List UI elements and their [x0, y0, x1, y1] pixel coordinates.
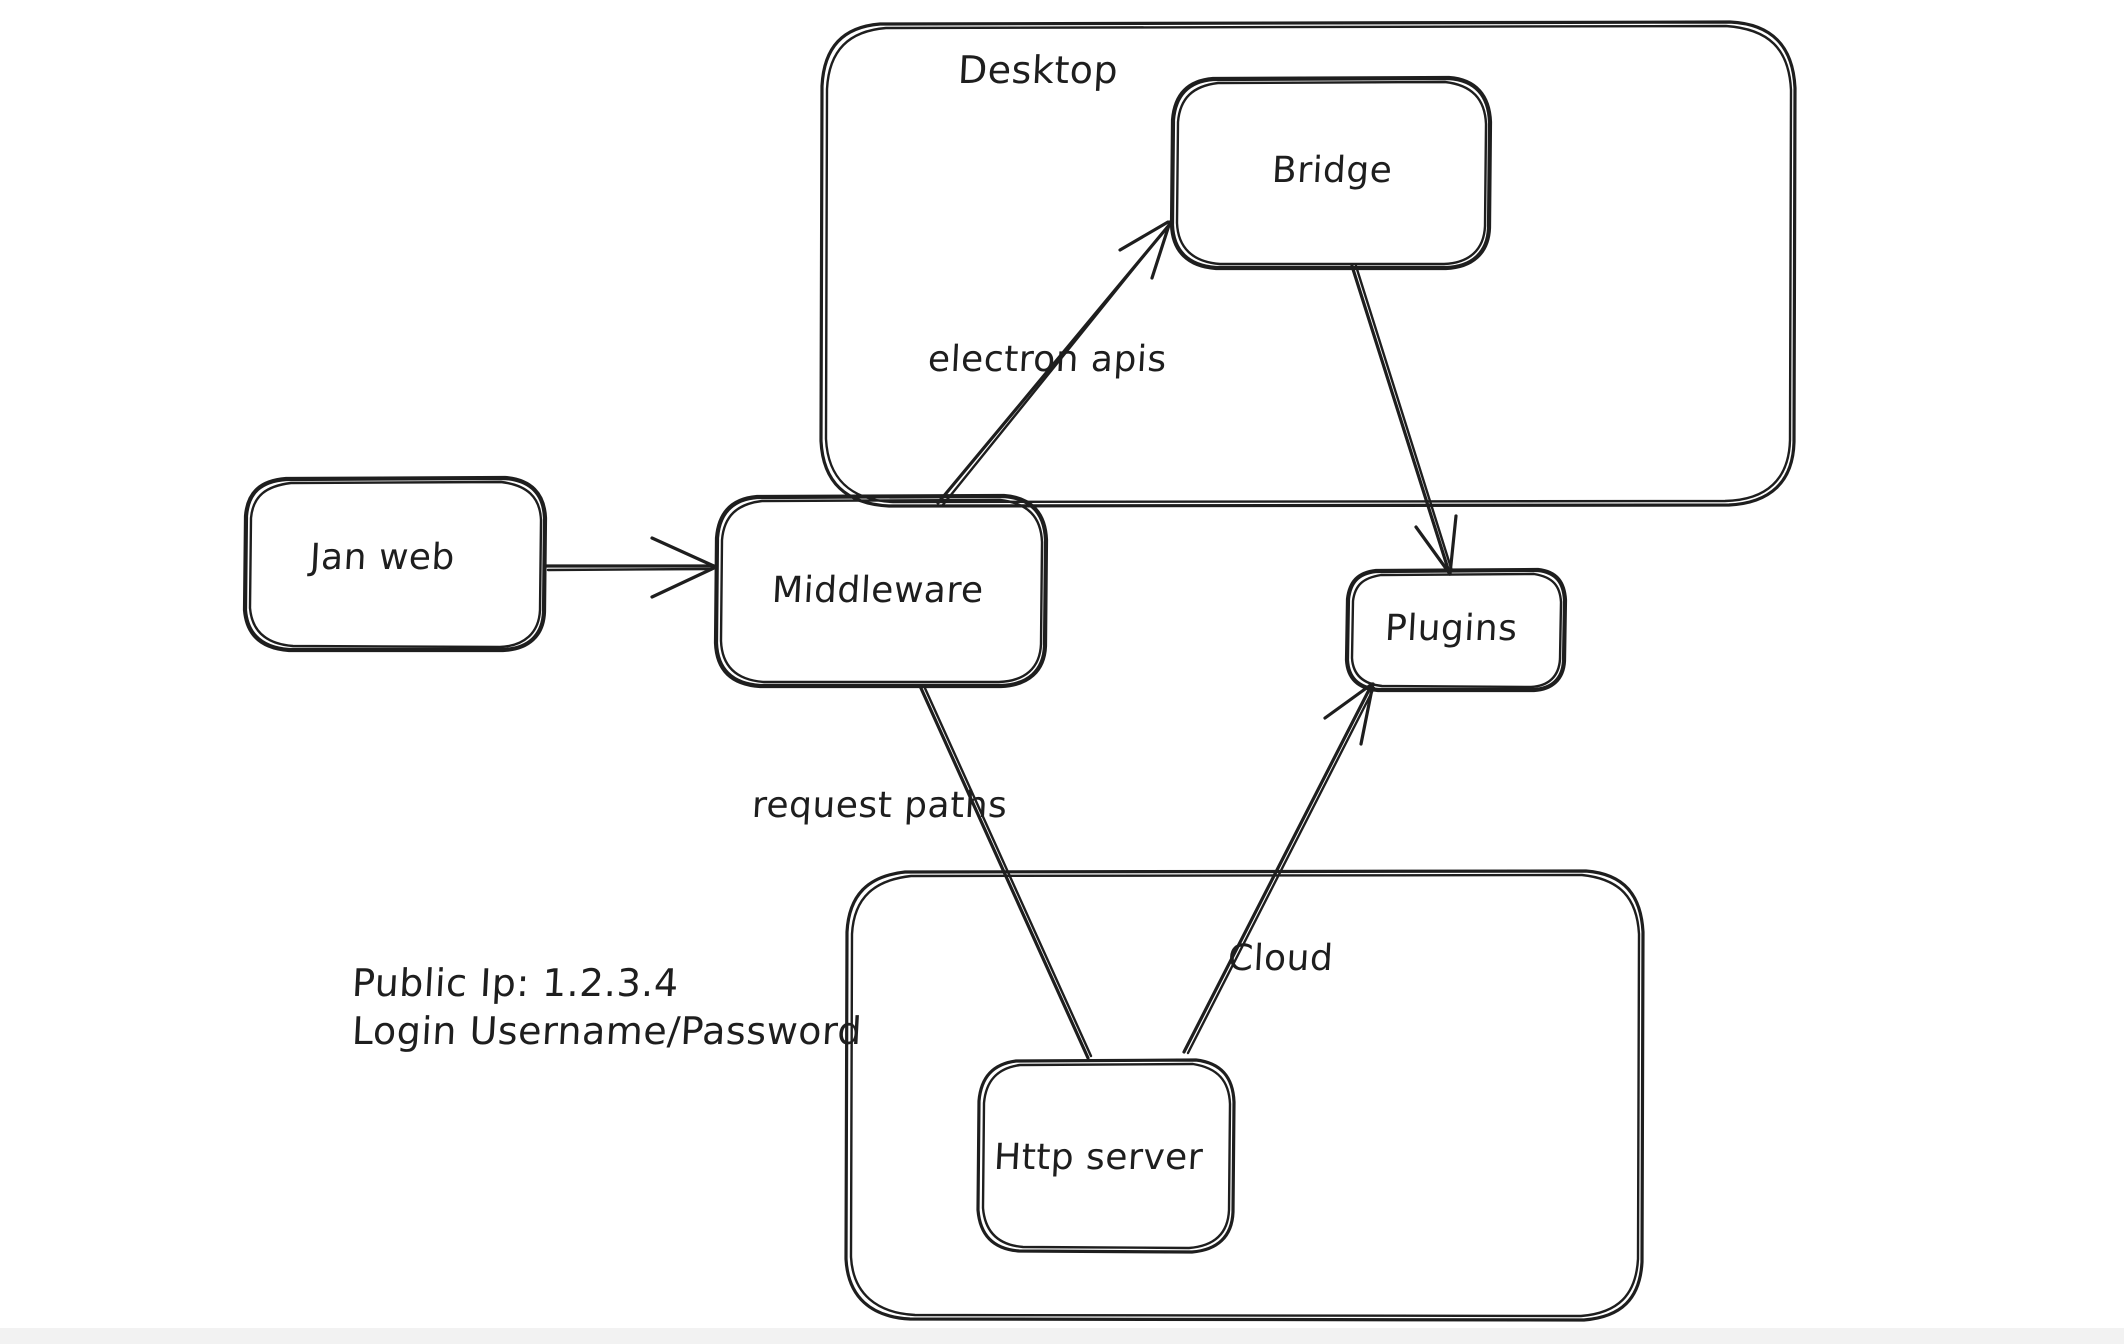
node-label-http-server: Http server [992, 1137, 1205, 1178]
node-middleware-outline[interactable] [713, 493, 1049, 689]
edge-label-request-paths: request paths [750, 785, 1009, 826]
node-plugins-outline[interactable] [1344, 567, 1568, 693]
node-bridge-outline[interactable] [1169, 75, 1493, 271]
group-desktop-outline [819, 20, 1797, 508]
edge-jan-web-to-middleware [544, 536, 718, 599]
node-http-server-outline[interactable] [976, 1058, 1236, 1254]
edge-middleware-to-bridge [936, 220, 1172, 508]
edge-http-server-to-plugins [1182, 682, 1376, 1055]
edge-bridge-to-plugins [1350, 264, 1458, 576]
node-label-plugins: Plugins [1383, 608, 1519, 649]
node-label-bridge: Bridge [1270, 150, 1394, 191]
edge-label-electron-apis: electron apis [926, 339, 1168, 380]
note-login-credentials: Login Username/Password [350, 1009, 864, 1053]
node-jan-web-outline[interactable] [242, 475, 548, 653]
group-label-cloud: Cloud [1226, 938, 1335, 979]
note-public-ip: Public Ip: 1.2.3.4 [350, 961, 680, 1005]
group-cloud-outline [844, 869, 1645, 1322]
node-label-middleware: Middleware [770, 570, 985, 611]
bottom-edge-strip [0, 1328, 2124, 1344]
group-label-desktop: Desktop [956, 48, 1120, 92]
node-label-jan-web: Jan web [308, 537, 456, 578]
edge-middleware-to-http-server [918, 684, 1093, 1060]
